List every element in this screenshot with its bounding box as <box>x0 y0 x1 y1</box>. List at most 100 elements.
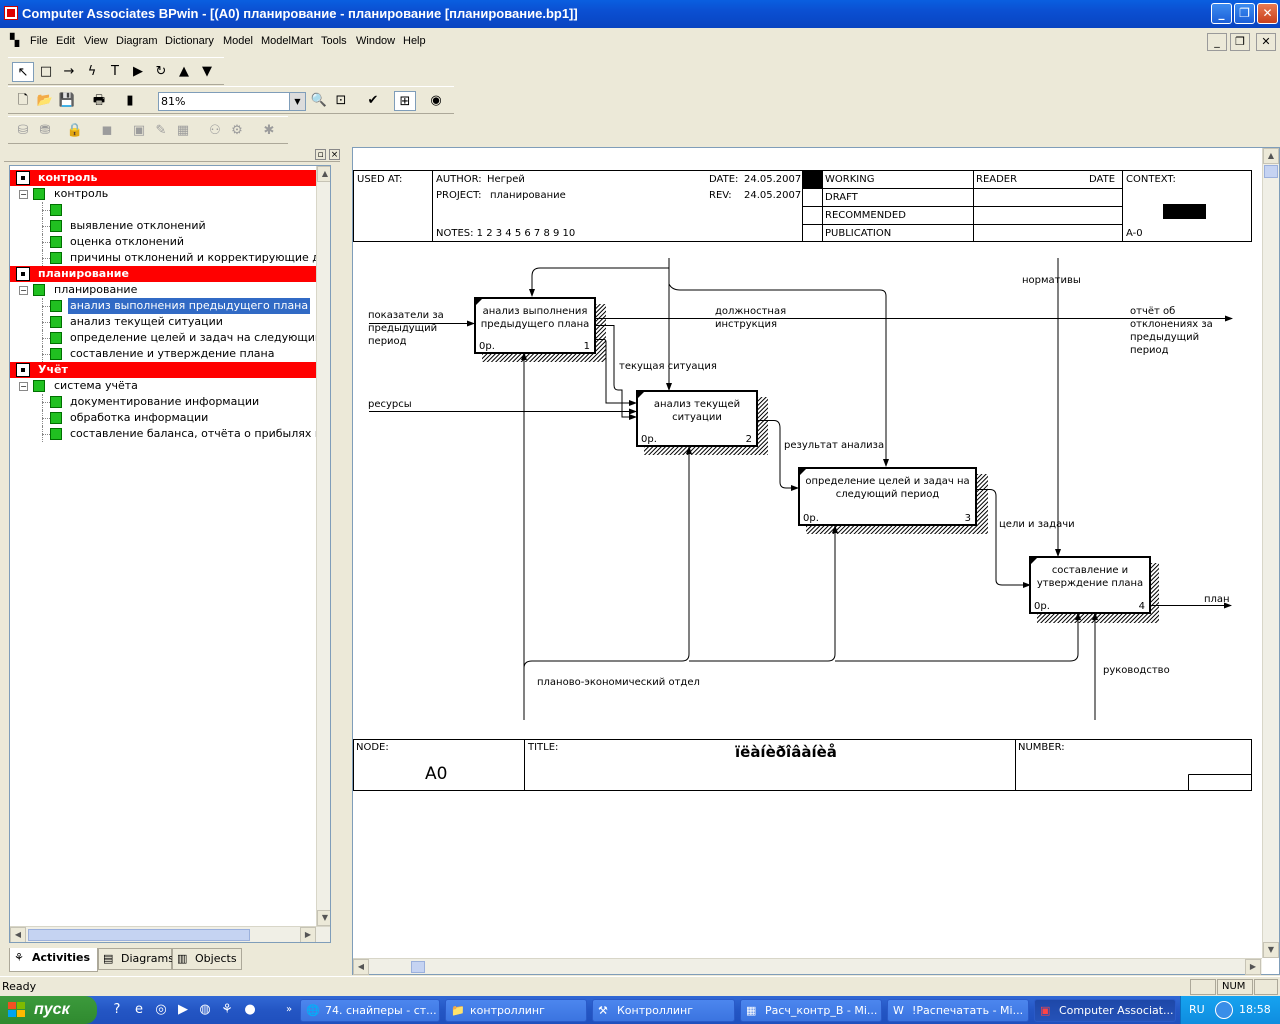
menu-model[interactable]: Model <box>223 35 253 47</box>
explorer-close-icon[interactable]: × <box>329 149 340 160</box>
activity-box-2[interactable]: анализ текущей ситуации 0р. 2 <box>636 390 758 447</box>
arrow-label-plan[interactable]: план <box>1204 594 1230 605</box>
diagram-scroll-up-icon[interactable]: ▲ <box>1263 148 1279 164</box>
tree-item-16[interactable]: составление баланса, отчёта о прибылях и… <box>10 426 330 442</box>
quicklaunch-media-icon[interactable]: ▶ <box>178 1002 188 1017</box>
quicklaunch-more-icon[interactable]: » <box>285 1004 293 1015</box>
spell-check-icon[interactable]: ✔ <box>367 93 379 108</box>
scroll-right-icon[interactable]: ▶ <box>300 927 316 942</box>
diagram-vertical-scrollbar[interactable]: ▲ ▼ <box>1262 148 1279 958</box>
tree-item-4[interactable]: оценка отклонений <box>10 234 316 250</box>
scroll-down-icon[interactable]: ▼ <box>317 910 330 926</box>
menu-modelmart[interactable]: ModelMart <box>261 35 313 47</box>
quicklaunch-app-icon[interactable]: ◍ <box>199 1002 211 1017</box>
mdi-restore-button[interactable]: ❐ <box>1230 33 1250 51</box>
tree-item-3[interactable]: выявление отклонений <box>10 218 316 234</box>
scroll-left-icon[interactable]: ◀ <box>10 927 26 942</box>
mm-connect-icon[interactable]: ⛁ <box>17 123 29 138</box>
explorer-minimize-icon[interactable]: ▫ <box>315 149 326 160</box>
arrow-label-job-instruction[interactable]: должностная инструкция <box>715 306 787 330</box>
close-button[interactable]: ✕ <box>1257 3 1278 24</box>
new-file-icon[interactable]: 🗋 <box>17 93 29 108</box>
network-tray-icon[interactable] <box>1215 1001 1233 1019</box>
mm-settings-icon[interactable]: ⚙ <box>231 123 243 138</box>
activity-box-3[interactable]: определение целей и задач на следующий п… <box>798 467 977 526</box>
arrow-label-goals[interactable]: цели и задачи <box>999 519 1075 530</box>
zoom-in-icon[interactable]: 🔍 <box>310 93 328 108</box>
arrow-tool-icon[interactable]: → <box>63 64 75 79</box>
squiggle-tool-icon[interactable]: ϟ <box>87 64 97 79</box>
go-to-parent-icon[interactable]: ▲ <box>179 64 189 79</box>
diagram-horizontal-scrollbar[interactable]: ◀ ▶ <box>353 958 1262 975</box>
mm-lock-icon[interactable]: 🔒 <box>66 123 84 138</box>
tree-item-11[interactable]: составление и утверждение плана <box>10 346 316 362</box>
quicklaunch-network-icon[interactable]: ⚘ <box>221 1002 233 1017</box>
arrow-label-deviation-report[interactable]: отчёт об отклонениях за предыдущий перио… <box>1130 306 1213 356</box>
taskbar-item-3[interactable]: ⚒ Контроллинг <box>592 999 735 1022</box>
tree-item-8[interactable]: анализ выполнения предыдущего плана <box>10 298 316 314</box>
zoom-select[interactable]: 81% ▼ <box>158 92 306 111</box>
color-palette-icon[interactable]: ▮ <box>126 93 134 108</box>
tree-item-15[interactable]: обработка информации <box>10 410 316 426</box>
tree-item-2[interactable] <box>10 202 316 218</box>
taskbar-item-2[interactable]: 📁 контроллинг <box>445 999 587 1022</box>
menu-file[interactable]: File <box>30 35 48 47</box>
go-down-icon[interactable]: ▼ <box>202 64 212 79</box>
print-icon[interactable]: 🖶 <box>92 93 106 108</box>
arrow-label-planning-dept[interactable]: планово-экономический отдел <box>537 677 700 688</box>
quicklaunch-ie-icon[interactable]: e <box>135 1002 143 1017</box>
taskbar-item-5[interactable]: W !Распечатать - Mi... <box>887 999 1029 1022</box>
collapse-icon[interactable]: − <box>19 382 28 391</box>
save-icon[interactable]: 💾 <box>58 93 76 108</box>
go-to-sibling-icon[interactable]: ↻ <box>155 64 167 79</box>
tab-objects[interactable]: ▥ Objects <box>172 948 242 970</box>
mdi-close-button[interactable]: ✕ <box>1256 33 1276 51</box>
title-bar[interactable]: Computer Associates BPwin - [(A0) планир… <box>0 0 1280 28</box>
tree-root-6[interactable]: планирование <box>10 266 316 282</box>
model-explorer-icon[interactable]: ⊞ <box>394 91 416 111</box>
mm-users-icon[interactable]: ⚇ <box>209 123 221 138</box>
arrow-label-analysis-result[interactable]: результат анализа <box>784 440 885 451</box>
document-icon[interactable]: ▚ <box>10 33 20 47</box>
open-folder-icon[interactable]: 📂 <box>36 93 54 108</box>
taskbar-item-1[interactable]: 🌐 74. снайперы - ст... <box>300 999 440 1022</box>
tab-diagrams[interactable]: ▤ Diagrams <box>98 948 174 970</box>
mm-disconnect-icon[interactable]: ⛃ <box>39 123 51 138</box>
mm-library-icon[interactable]: ▣ <box>132 123 146 138</box>
tree-node-7[interactable]: −планирование <box>10 282 316 298</box>
menu-edit[interactable]: Edit <box>56 35 75 47</box>
quicklaunch-help-icon[interactable]: ? <box>113 1002 121 1017</box>
language-indicator[interactable]: RU <box>1189 1003 1205 1016</box>
zoom-fit-icon[interactable]: ⊡ <box>335 93 347 108</box>
restore-button[interactable]: ❐ <box>1234 3 1255 24</box>
diagram-scroll-right-icon[interactable]: ▶ <box>1245 959 1261 975</box>
tree-item-14[interactable]: документирование информации <box>10 394 316 410</box>
menu-tools[interactable]: Tools <box>321 35 347 47</box>
arrow-label-management[interactable]: руководство <box>1103 665 1170 676</box>
taskbar-item-6[interactable]: ▣ Computer Associat... <box>1034 999 1176 1022</box>
modelmart-icon[interactable]: ◉ <box>430 93 442 108</box>
quicklaunch-burn-icon[interactable]: ● <box>244 1002 256 1017</box>
collapse-icon[interactable]: − <box>19 286 28 295</box>
start-button[interactable]: пуск <box>0 996 97 1024</box>
mm-grid-icon[interactable]: ▦ <box>176 123 190 138</box>
mm-edit-icon[interactable]: ✎ <box>155 123 167 138</box>
activity-box-4[interactable]: составление и утверждение плана 0р. 4 <box>1029 556 1151 614</box>
mm-help-icon[interactable]: ✱ <box>263 123 275 138</box>
menu-window[interactable]: Window <box>356 35 396 47</box>
tab-activities[interactable]: ⚘ Activities <box>9 948 98 972</box>
tree-root-0[interactable]: контроль <box>10 170 316 186</box>
go-to-child-icon[interactable]: ▶ <box>133 64 143 79</box>
arrow-label-norms[interactable]: нормативы <box>1022 275 1081 286</box>
diagram-scroll-down-icon[interactable]: ▼ <box>1263 942 1279 958</box>
tree-node-1[interactable]: −контроль <box>10 186 316 202</box>
collapse-icon[interactable]: − <box>19 190 28 199</box>
activity-box-1[interactable]: анализ выполнения предыдущего плана 0р. … <box>474 297 596 354</box>
mdi-minimize-button[interactable]: _ <box>1207 33 1227 51</box>
tree-item-5[interactable]: причины отклонений и корректирующие дейс… <box>10 250 330 266</box>
diagram-scroll-left-icon[interactable]: ◀ <box>353 959 369 975</box>
taskbar-item-4[interactable]: ▦ Расч_контр_В - Mi... <box>740 999 882 1022</box>
bpwin-app-icon[interactable] <box>4 6 18 20</box>
mm-mart-icon[interactable]: ◼ <box>101 123 113 138</box>
menu-dictionary[interactable]: Dictionary <box>165 35 214 47</box>
